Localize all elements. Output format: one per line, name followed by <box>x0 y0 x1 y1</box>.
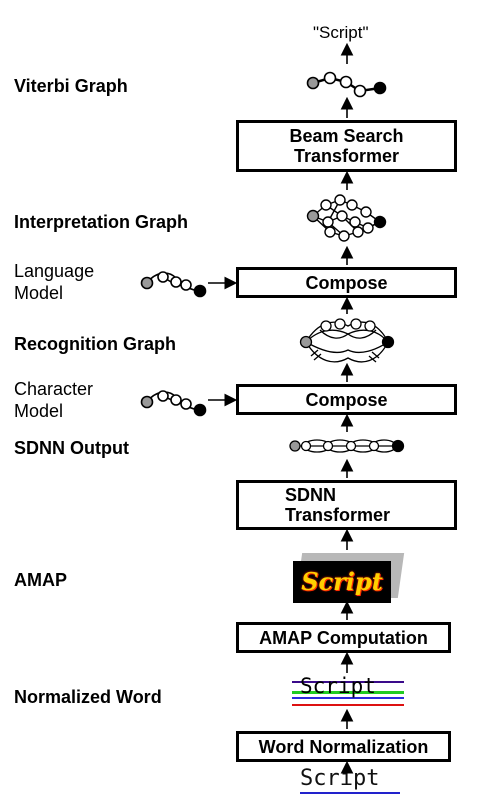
label-character-model-line1: Character <box>14 379 94 399</box>
character-model-graph-icon <box>140 390 207 417</box>
output-script-text: "Script" <box>313 23 369 42</box>
label-sdnn-output: SDNN Output <box>14 438 129 458</box>
label-recognition-graph: Recognition Graph <box>14 334 176 354</box>
input-word-image: Script <box>300 766 400 800</box>
descender-line <box>292 704 404 706</box>
beam-search-transformer-box: Beam Search Transformer <box>236 120 457 172</box>
recognition-graph-icon <box>299 318 395 363</box>
label-interpretation-graph: Interpretation Graph <box>14 212 189 232</box>
input-baseline <box>300 792 400 794</box>
amap-image-text: Script <box>301 567 383 596</box>
label-normalized-word: Normalized Word <box>14 687 162 707</box>
baseline <box>292 697 404 699</box>
compose-language-box: Compose <box>236 267 457 298</box>
sdnn-output-graph-icon <box>289 439 405 453</box>
flow-arrows <box>208 42 354 774</box>
word-normalization-box: Word Normalization <box>236 731 451 762</box>
label-viterbi-graph: Viterbi Graph <box>14 76 128 96</box>
viterbi-graph-icon <box>306 71 387 98</box>
sdnn-label-line2: Transformer <box>285 505 391 525</box>
label-language-model-line2: Model <box>14 283 64 303</box>
label-character-model-line2: Model <box>14 401 64 421</box>
label-language-model-line1: Language <box>14 261 95 281</box>
amap-computation-box: AMAP Computation <box>236 622 451 653</box>
sdnn-transformer-box: SDNN Transformer <box>236 480 457 530</box>
beam-search-label-line1: Beam Search <box>289 126 404 146</box>
beam-search-label-line2: Transformer <box>293 146 400 166</box>
interpretation-graph-icon <box>306 194 387 242</box>
amap-image: Script <box>293 561 391 603</box>
language-model-graph-icon <box>140 271 207 298</box>
sdnn-label-line1: SDNN <box>285 485 337 505</box>
ascender-line <box>292 681 404 683</box>
normalized-word-image: Script <box>292 674 404 707</box>
normalized-word-text: Script <box>300 674 376 698</box>
label-amap: AMAP <box>14 570 67 590</box>
midline <box>292 691 404 694</box>
input-word-text: Script <box>300 766 380 791</box>
compose-character-box: Compose <box>236 384 457 415</box>
